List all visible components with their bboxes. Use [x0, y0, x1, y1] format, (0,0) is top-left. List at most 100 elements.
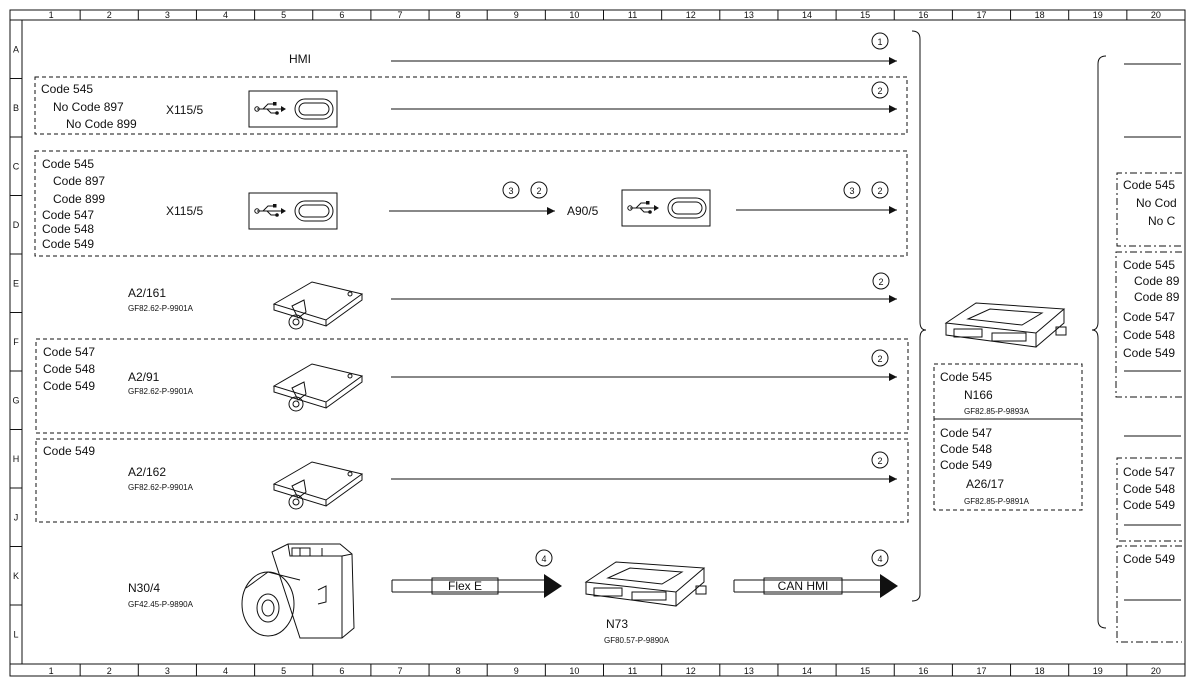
grid-column-label: 4	[223, 10, 228, 20]
code-label: Code 547	[940, 426, 992, 440]
module-label: A26/17	[966, 477, 1004, 491]
antenna-module-icon	[272, 281, 364, 330]
code-label: Code 548	[940, 442, 992, 456]
grid-column-label: 3	[165, 666, 170, 676]
reference-label: GF82.85-P-9891A	[964, 497, 1030, 506]
callout-number: 3	[849, 186, 854, 196]
module-label: A2/91	[128, 370, 160, 384]
code-label: Code 547	[42, 208, 94, 222]
callout-circle	[871, 81, 889, 99]
grid-column-label: 18	[1035, 10, 1045, 20]
code-label: Code 548	[43, 362, 95, 376]
code-label: Code 545	[1123, 258, 1175, 272]
grid-row-label: H	[13, 454, 20, 464]
callout-circle	[530, 181, 548, 199]
callout-number: 4	[541, 554, 546, 564]
callout-circle	[871, 32, 889, 50]
callout-number: 2	[877, 456, 882, 466]
can-hmi-bus	[733, 574, 898, 598]
usb-c-port	[248, 192, 338, 230]
reference-label: GF42.45-P-9890A	[128, 600, 194, 609]
module-label: A2/161	[128, 286, 166, 300]
grid-row-label: K	[13, 571, 19, 581]
variant-box-right-4	[1116, 545, 1182, 643]
callout-number: 2	[877, 186, 882, 196]
code-label: Code 549	[43, 379, 95, 393]
grid-column-label: 12	[686, 666, 696, 676]
callout-circle	[535, 549, 553, 567]
grid-column-label: 7	[397, 666, 402, 676]
grid-column-label: 2	[107, 10, 112, 20]
grid-row-label: J	[14, 512, 19, 522]
antenna-module-icon	[272, 363, 364, 412]
code-label: Code 549	[940, 458, 992, 472]
code-label: No Code 899	[66, 117, 137, 131]
grid-column-label: 14	[802, 666, 812, 676]
code-label: Code 897	[53, 174, 105, 188]
control-unit-icon	[584, 561, 707, 607]
callout-number: 2	[877, 86, 882, 96]
grid-column-label: 19	[1093, 10, 1103, 20]
grid-column-label: 5	[281, 10, 286, 20]
module-label: N30/4	[128, 581, 160, 595]
code-label: Code 548	[1123, 482, 1175, 496]
connector-label: X115/5	[166, 204, 203, 218]
grid-row-label: D	[13, 220, 20, 230]
grid-row-label: L	[13, 629, 18, 639]
code-label: Code 545	[940, 370, 992, 384]
variant-box-hj	[35, 438, 909, 523]
grid-labels: 1122334455667788991010111112121313141415…	[12, 10, 1160, 676]
module-label: A2/162	[128, 465, 166, 479]
variant-box-b	[34, 76, 908, 135]
grid-row-label: E	[13, 278, 19, 288]
code-label: Code 545	[1123, 178, 1175, 192]
grid-column-label: 11	[628, 10, 637, 20]
grid-column-label: 11	[628, 666, 637, 676]
variant-box-cd	[34, 150, 908, 257]
bus-label: Flex E	[448, 579, 482, 593]
reference-label: GF80.57-P-9890A	[604, 636, 670, 645]
grid-column-label: 16	[918, 10, 928, 20]
variant-box-right-3	[1116, 457, 1182, 542]
grid-column-label: 6	[339, 10, 344, 20]
code-label: Code 899	[53, 192, 105, 206]
group-brace-right	[1091, 55, 1107, 629]
code-label: Code 545	[42, 157, 94, 171]
grid-column-label: 1	[49, 666, 54, 676]
hmi-label: HMI	[289, 52, 311, 66]
grid-column-label: 14	[802, 10, 812, 20]
callout-number: 3	[508, 186, 513, 196]
callout-number: 2	[878, 277, 883, 287]
code-label: Code 549	[1123, 552, 1175, 566]
callout-number: 4	[877, 554, 882, 564]
callout-circle	[871, 549, 889, 567]
code-label: Code 549	[43, 444, 95, 458]
grid-column-label: 8	[456, 10, 461, 20]
module-label: N166	[964, 388, 993, 402]
callout-circle	[843, 181, 861, 199]
code-label: Code 548	[1123, 328, 1175, 342]
grid-column-label: 15	[860, 666, 870, 676]
callout-circle	[871, 349, 889, 367]
drawing-frame	[9, 9, 1186, 677]
code-label: No Code 897	[53, 100, 124, 114]
callout-circle	[871, 181, 889, 199]
grid-column-label: 4	[223, 666, 228, 676]
code-label: No C	[1148, 214, 1176, 228]
variant-box-right-1	[1116, 172, 1182, 247]
grid-row-label: G	[12, 395, 19, 405]
grid-row-label: A	[13, 44, 19, 54]
callout-number: 2	[536, 186, 541, 196]
grid-column-label: 17	[976, 10, 986, 20]
grid-column-label: 19	[1093, 666, 1103, 676]
grid-column-label: 10	[569, 10, 579, 20]
flex-e-bus	[391, 574, 562, 598]
camera-module-icon	[241, 543, 355, 639]
grid-column-label: 5	[281, 666, 286, 676]
grid-column-label: 10	[569, 666, 579, 676]
grid-column-label: 20	[1151, 10, 1161, 20]
bus-label: CAN HMI	[778, 579, 829, 593]
grid-column-label: 12	[686, 10, 696, 20]
grid-column-label: 18	[1035, 666, 1045, 676]
